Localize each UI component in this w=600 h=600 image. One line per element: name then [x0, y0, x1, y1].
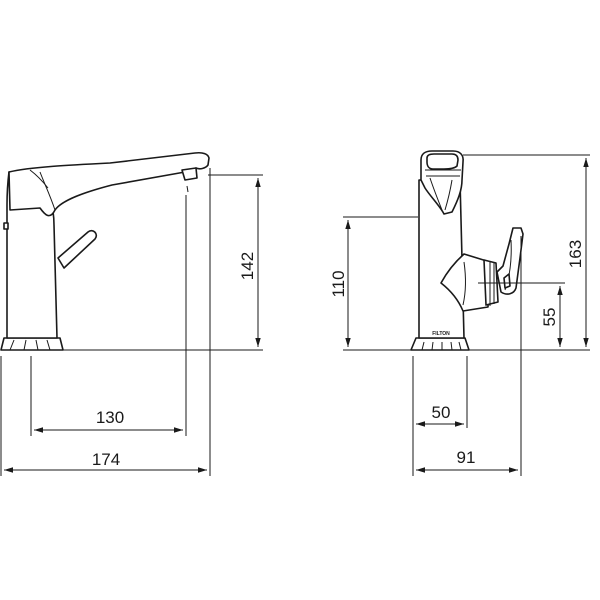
dimension-label-55: 55 [540, 308, 559, 327]
dimension-label-130: 130 [96, 408, 124, 427]
dimension-handle-axis-height: 55 [540, 286, 563, 347]
side-knob [57, 229, 98, 269]
faucet-front-outline: FILTON [410, 150, 524, 351]
dimension-total-height: 163 [566, 158, 589, 347]
dimension-spout-reach: 130 [34, 408, 183, 433]
side-aerator [181, 167, 198, 181]
dimension-body-height: 110 [329, 220, 351, 347]
dimension-base-width: 50 [416, 403, 464, 427]
dimension-total-length: 174 [4, 450, 207, 473]
dimension-label-174: 174 [92, 450, 120, 469]
dimension-label-142: 142 [238, 252, 257, 280]
side-view: 142 130 174 [0, 151, 263, 476]
dimension-label-163: 163 [566, 240, 585, 268]
dimension-label-110: 110 [329, 270, 348, 297]
faucet-side-outline [0, 151, 210, 351]
dimension-height-to-spout: 142 [238, 178, 261, 347]
dimension-total-width: 91 [416, 448, 518, 473]
brand-label: FILTON [432, 331, 450, 337]
front-view: FILTON 163 [329, 150, 590, 476]
dimension-label-91: 91 [457, 448, 476, 467]
dimension-label-50: 50 [432, 403, 451, 422]
side-spout [8, 151, 210, 217]
